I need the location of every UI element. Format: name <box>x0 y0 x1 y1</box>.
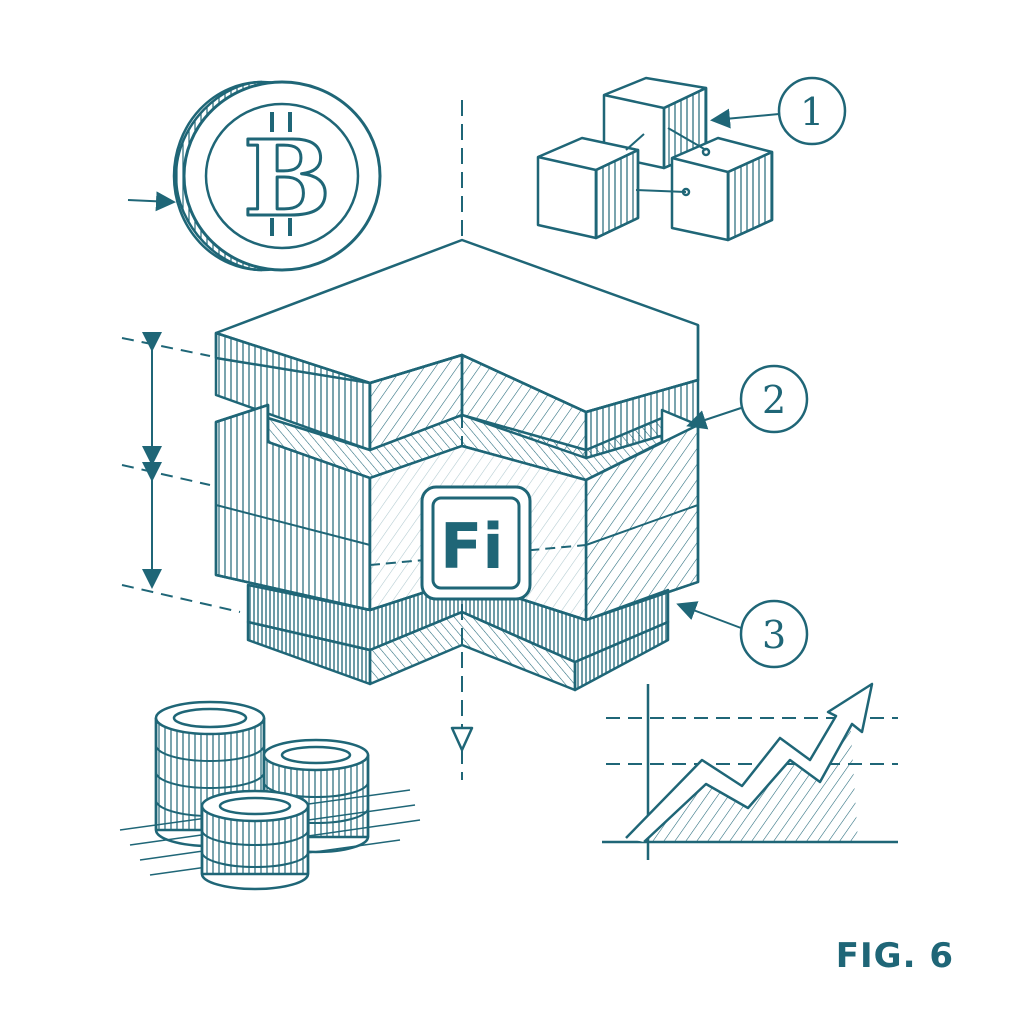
dimension-lines <box>121 332 241 613</box>
axis-arrow-bottom-icon <box>450 726 474 752</box>
bitcoin-coin-icon <box>172 80 382 272</box>
callout-3-leader <box>676 601 742 629</box>
callout-3-number: 3 <box>762 613 786 657</box>
blockchain-cubes-icon <box>536 76 774 242</box>
callout-2-number: 2 <box>762 378 786 422</box>
callout-1-leader <box>710 108 780 129</box>
logo-frame <box>420 485 532 601</box>
callout-1-circle <box>777 76 847 146</box>
callout-3-circle <box>739 599 809 669</box>
coin-pointer-arrow <box>127 191 176 212</box>
callout-1-number: 1 <box>800 90 824 134</box>
coin-stacks-icon <box>119 700 421 891</box>
bitcoin-symbol: B <box>243 117 331 240</box>
logo-text: Fi <box>440 510 504 583</box>
figure-label: FIG. 6 <box>835 936 954 976</box>
growth-chart-icon <box>602 682 898 860</box>
callout-2-circle <box>739 364 809 434</box>
callout-2-leader <box>686 407 742 430</box>
